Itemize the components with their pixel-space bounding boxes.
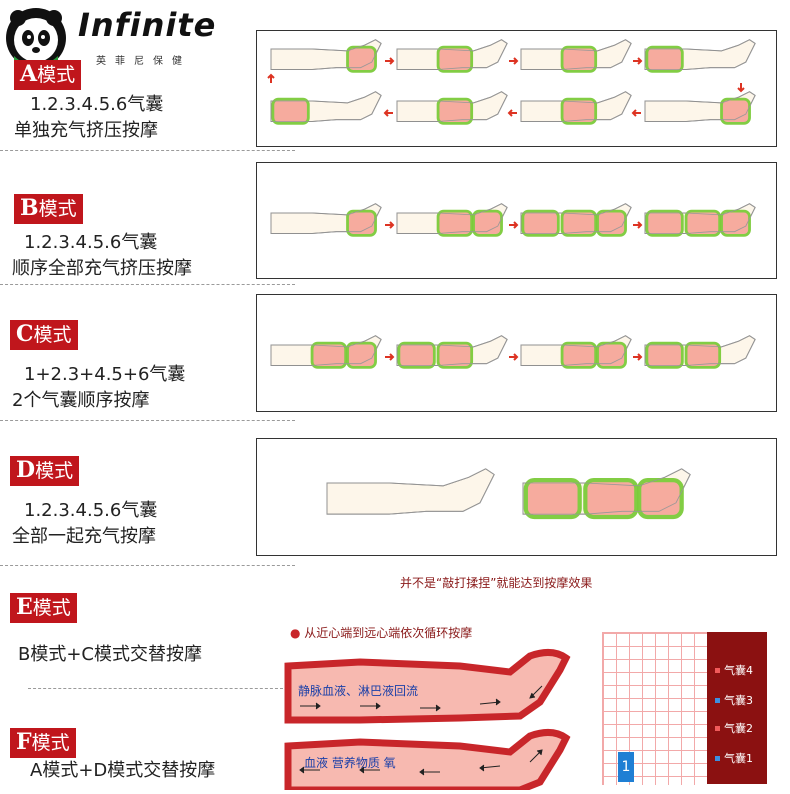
leg-illustration bbox=[644, 203, 756, 237]
legend-item: 气囊1 bbox=[715, 750, 753, 766]
mode-b-line1: 1.2.3.4.5.6气囊 bbox=[24, 232, 158, 253]
mode-f-line1: A模式+D模式交替按摩 bbox=[30, 760, 216, 781]
legend-swatch-icon bbox=[715, 697, 720, 703]
arrow-icon bbox=[509, 221, 519, 229]
mode-a-line2: 单独充气挤压按摩 bbox=[14, 120, 158, 141]
airbag-indicator: 1 bbox=[618, 752, 634, 782]
mode-a-tag: A模式 bbox=[14, 60, 82, 90]
legend-swatch-icon bbox=[715, 755, 720, 761]
leg-illustration bbox=[520, 335, 632, 369]
mode-c-letter: C bbox=[16, 321, 34, 347]
mode-e-tag: E模式 bbox=[10, 593, 77, 623]
arrow-icon bbox=[631, 109, 641, 117]
arrow-icon bbox=[509, 57, 519, 65]
leg-illustration bbox=[396, 39, 508, 73]
mode-b-tag: B模式 bbox=[14, 194, 83, 224]
leg-illustration bbox=[270, 91, 382, 125]
arrow-icon bbox=[385, 57, 395, 65]
mode-b-diagram bbox=[256, 162, 777, 279]
mode-d-letter: D bbox=[16, 457, 36, 483]
leg-illustration bbox=[644, 39, 756, 73]
mode-a-label: 模式 bbox=[37, 64, 76, 86]
leg-flow-label-2: 血液 营养物质 氧 bbox=[304, 756, 396, 770]
divider bbox=[28, 688, 283, 689]
leg-illustration bbox=[326, 468, 495, 515]
arrow-icon bbox=[385, 353, 395, 361]
infographic-headline: 并不是“敲打揉捏”就能达到按摩效果 bbox=[400, 576, 593, 590]
mode-e-label: 模式 bbox=[32, 597, 71, 619]
leg-illustration bbox=[270, 39, 382, 73]
mode-f-letter: F bbox=[16, 729, 32, 755]
leg-illustration bbox=[270, 203, 382, 237]
leg-illustration bbox=[396, 91, 508, 125]
mode-c-label: 模式 bbox=[33, 324, 72, 346]
infographic-bullet-text: 从近心端到远心端依次循环按摩 bbox=[304, 626, 473, 640]
arrow-icon bbox=[385, 221, 395, 229]
airbag-legend: 气囊4 气囊3 气囊2 气囊1 bbox=[707, 632, 767, 784]
infographic-bullet: ● 从近心端到远心端依次循环按摩 bbox=[290, 624, 472, 641]
leg-flow-label-1: 静脉血液、淋巴液回流 bbox=[298, 684, 419, 698]
divider bbox=[0, 565, 295, 566]
leg-illustration bbox=[522, 468, 691, 520]
mode-d-label: 模式 bbox=[35, 460, 74, 482]
leg-illustration bbox=[520, 39, 632, 73]
legend-item: 气囊3 bbox=[715, 692, 753, 708]
mode-a-diagram bbox=[256, 30, 777, 147]
brand-name: Infinite bbox=[78, 6, 217, 44]
leg-illustration bbox=[396, 203, 508, 237]
legend-swatch-icon bbox=[715, 725, 720, 731]
mode-a-line1: 1.2.3.4.5.6气囊 bbox=[30, 94, 164, 115]
mode-b-letter: B bbox=[20, 195, 39, 221]
mode-c-tag: C模式 bbox=[10, 320, 78, 350]
divider bbox=[0, 284, 295, 285]
arrow-icon bbox=[507, 109, 517, 117]
mode-e-line1: B模式+C模式交替按摩 bbox=[18, 644, 202, 665]
leg-illustration bbox=[270, 335, 382, 369]
mode-b-label: 模式 bbox=[38, 198, 77, 220]
mode-c-line2: 2个气囊顺序按摩 bbox=[12, 390, 150, 411]
leg-flow-diagram bbox=[280, 646, 600, 794]
mode-d-line2: 全部一起充气按摩 bbox=[12, 526, 156, 547]
mode-d-diagram bbox=[256, 438, 777, 556]
arrow-icon bbox=[383, 109, 393, 117]
arrow-icon bbox=[633, 221, 643, 229]
mode-d-line1: 1.2.3.4.5.6气囊 bbox=[24, 500, 158, 521]
legend-item: 气囊2 bbox=[715, 720, 753, 736]
mode-d-tag: D模式 bbox=[10, 456, 80, 486]
mode-a-letter: A bbox=[20, 61, 38, 87]
legend-item: 气囊4 bbox=[715, 662, 753, 678]
arrow-icon bbox=[633, 57, 643, 65]
divider bbox=[0, 420, 295, 421]
arrow-icon bbox=[633, 353, 643, 361]
arrow-icon bbox=[509, 353, 519, 361]
divider bbox=[0, 150, 295, 151]
arrow-icon bbox=[737, 83, 745, 93]
mode-f-label: 模式 bbox=[31, 732, 70, 754]
leg-illustration bbox=[644, 91, 756, 125]
mode-b-line2: 顺序全部充气挤压按摩 bbox=[12, 258, 192, 279]
leg-illustration bbox=[396, 335, 508, 369]
panda-logo-icon bbox=[4, 6, 68, 70]
arrow-icon bbox=[267, 73, 275, 83]
mode-c-diagram bbox=[256, 294, 777, 412]
leg-illustration bbox=[520, 91, 632, 125]
legend-swatch-icon bbox=[715, 667, 720, 673]
brand-subtitle: 英菲尼保健 bbox=[96, 56, 191, 67]
leg-illustration bbox=[644, 335, 756, 369]
mode-e-letter: E bbox=[16, 594, 33, 620]
leg-illustration bbox=[520, 203, 632, 237]
mode-f-tag: F模式 bbox=[10, 728, 76, 758]
bullet-dot-icon: ● bbox=[290, 626, 305, 640]
mode-c-line1: 1+2.3+4.5+6气囊 bbox=[24, 364, 186, 385]
